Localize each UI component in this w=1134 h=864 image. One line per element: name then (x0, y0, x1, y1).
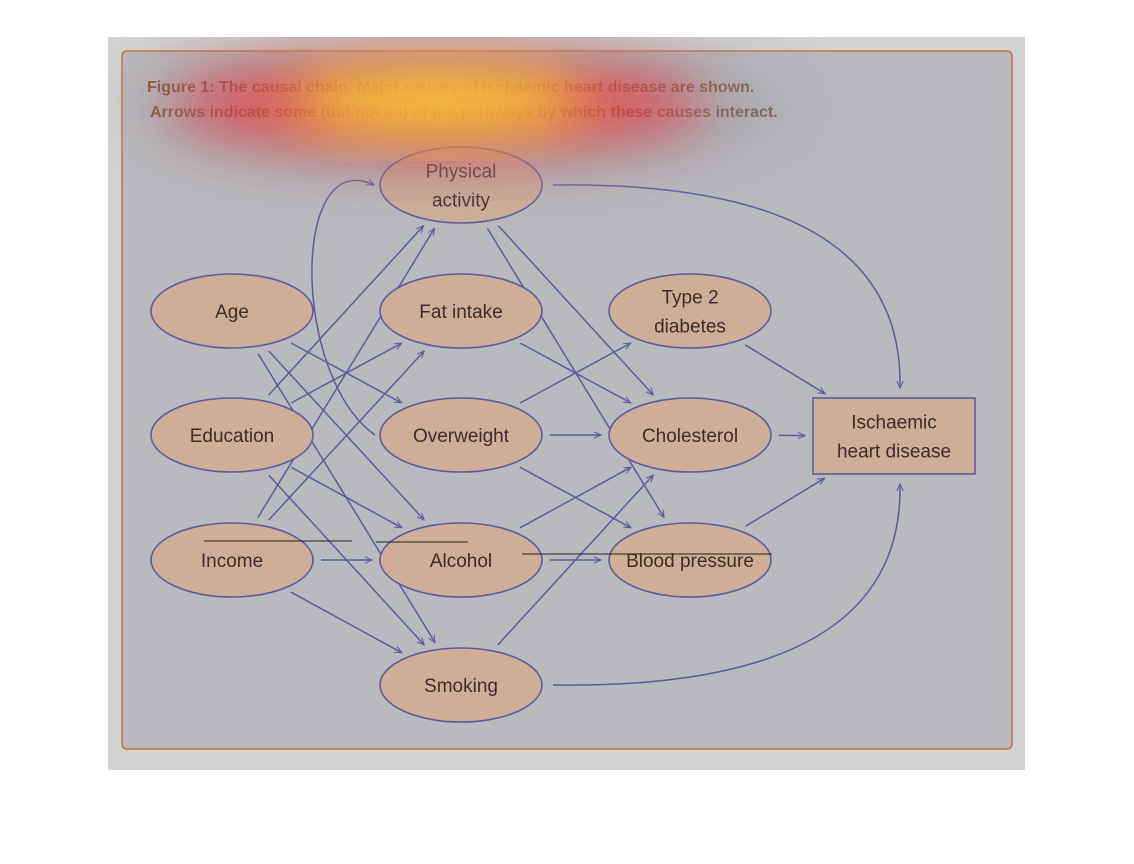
caption-line-2: Arrows indicate some (but not all) of th… (150, 104, 778, 121)
arrow-income-to-fat-intake (268, 351, 424, 521)
node-label: activity (432, 191, 491, 212)
node-ihd: Ischaemic heart disease (812, 397, 976, 475)
node-shape (379, 647, 543, 723)
node-label: diabetes (654, 317, 726, 338)
node-cholesterol: Cholesterol (608, 397, 772, 473)
node-physical-activity: Physical activity (379, 146, 543, 224)
arrow-smoking-to-cholesterol (497, 475, 654, 646)
node-label: Ischaemic (851, 413, 937, 434)
node-label: Cholesterol (642, 426, 738, 447)
arrow-income-to-smoking (290, 591, 402, 654)
node-label: Age (215, 302, 249, 323)
node-shape (150, 397, 314, 473)
node-label: Education (190, 426, 275, 447)
node-overweight: Overweight (379, 397, 543, 473)
node-label: heart disease (837, 442, 951, 463)
arrow-education-to-physical-activity (268, 226, 424, 396)
arrow-income-to-physical-activity (257, 228, 435, 518)
node-shape (379, 273, 543, 349)
caption-line-1: Figure 1: The causal chain. Major causes… (147, 79, 754, 96)
node-fat-intake: Fat intake (379, 273, 543, 349)
arrow-smoking-to-ihd (552, 484, 900, 686)
arrow-education-to-alcohol (290, 466, 402, 529)
node-shape (812, 397, 976, 475)
node-income: Income (150, 522, 314, 598)
arrow-type2-diabetes-to-ihd (744, 344, 825, 394)
node-label: Physical (426, 162, 497, 183)
node-shape (379, 397, 543, 473)
node-label: Overweight (413, 426, 510, 447)
node-shape (608, 397, 772, 473)
arrow-overweight-to-type2-diabetes (519, 342, 630, 404)
arrow-alcohol-to-cholesterol (519, 466, 631, 529)
node-shape (608, 522, 772, 598)
arrow-physical-activity-to-ihd (552, 184, 900, 388)
node-label: Blood pressure (626, 551, 754, 572)
arrow-physical-activity-to-cholesterol (497, 225, 653, 395)
node-age: Age (150, 273, 314, 349)
node-label: Type 2 (661, 288, 718, 309)
node-smoking: Smoking (379, 647, 543, 723)
node-education: Education (150, 397, 314, 473)
node-shape (608, 273, 772, 349)
node-label: Income (201, 551, 263, 572)
node-type2-diabetes: Type 2 diabetes (608, 273, 772, 349)
node-shape (379, 146, 543, 224)
node-label: Fat intake (419, 302, 502, 323)
stray-lines (204, 540, 772, 555)
node-label: Alcohol (430, 551, 492, 572)
node-label: Smoking (424, 676, 498, 697)
node-shape (150, 273, 314, 349)
node-alcohol: Alcohol (379, 522, 543, 598)
arrow-blood-pressure-to-ihd (745, 478, 825, 527)
node-blood-pressure: Blood pressure (608, 522, 772, 598)
